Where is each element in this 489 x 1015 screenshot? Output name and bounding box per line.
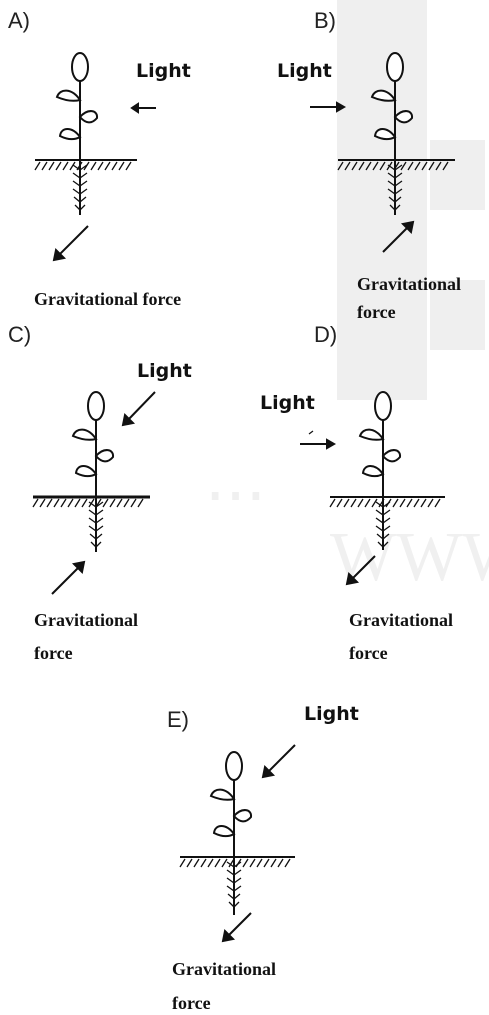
gravity-label-clip: Gravitational force: [357, 272, 489, 296]
option-d: D) Light Gravitational force: [245, 320, 489, 665]
gravity-label: Gravitational force: [34, 284, 181, 314]
plant-diagram: [0, 0, 245, 320]
gravity-label-clip: force: [172, 990, 272, 1012]
gravity-label-line1: Gravitational: [34, 605, 138, 635]
gravity-label-line1: Gravitational: [357, 272, 461, 296]
gravity-label-line1: Gravitational: [172, 954, 276, 984]
gravity-label-clip: force: [34, 640, 134, 662]
gravity-label-clip: force: [349, 640, 449, 662]
gravity-label-line2: force: [172, 990, 211, 1012]
option-e: E) Light Gravitational force: [120, 665, 380, 1015]
option-b: B) Light Gravitational force force: [245, 0, 489, 320]
gravity-label-clip2: force: [357, 299, 437, 321]
gravity-label-line2-visible: force: [357, 299, 396, 321]
gravity-label-line2: force: [34, 640, 73, 662]
gravity-label-line2: force: [349, 640, 388, 662]
option-a: A) Light Gravitational force: [0, 0, 245, 320]
option-c: C) Light Gravitational force: [0, 320, 245, 665]
gravity-label-line1: Gravitational: [349, 605, 453, 635]
